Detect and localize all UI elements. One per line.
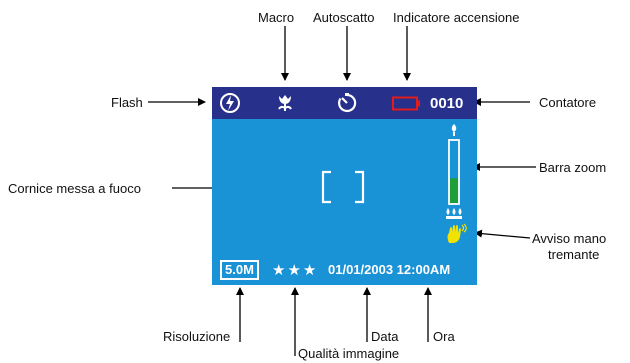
lcd-top-bar: 0010	[212, 87, 477, 119]
flash-off-icon	[220, 93, 240, 113]
label-contatore: Contatore	[539, 95, 597, 110]
label-autoscatto: Autoscatto	[313, 10, 375, 25]
shot-counter: 0010	[430, 95, 464, 112]
quality-stars: ★★★	[272, 262, 319, 279]
self-timer-icon	[338, 93, 357, 113]
camera-lcd-screen: 0010 5.0M ★★★ 01/01/2003 12:00AM	[212, 87, 477, 285]
zoom-fill	[450, 178, 458, 203]
shaking-hand-icon	[447, 223, 467, 243]
battery-icon	[392, 96, 420, 111]
zoom-track	[448, 139, 460, 205]
resolution-badge: 5.0M	[220, 260, 259, 280]
zoom-bar	[446, 124, 462, 219]
label-data: Data	[371, 329, 399, 344]
focus-frame	[321, 170, 365, 204]
lcd-bottom-row: 5.0M ★★★ 01/01/2003 12:00AM	[212, 259, 477, 281]
label-tremante: tremante	[548, 247, 600, 262]
macro-flower-icon	[278, 95, 292, 111]
label-avviso-mano: Avviso mano	[532, 231, 607, 246]
label-ora: Ora	[433, 329, 455, 344]
zoom-tele-icon	[451, 124, 457, 136]
arrow-avviso	[474, 229, 531, 239]
date-time: 01/01/2003 12:00AM	[328, 262, 451, 277]
label-macro: Macro	[258, 10, 295, 25]
label-indicatore-accensione: Indicatore accensione	[393, 10, 520, 25]
label-flash: Flash	[111, 95, 143, 110]
label-barra-zoom: Barra zoom	[539, 160, 607, 175]
zoom-wide-icon	[446, 208, 462, 219]
label-qualita-immagine: Qualità immagine	[298, 346, 400, 361]
label-cornice-messa-a-fuoco: Cornice messa a fuoco	[8, 181, 141, 196]
label-risoluzione: Risoluzione	[163, 329, 231, 344]
